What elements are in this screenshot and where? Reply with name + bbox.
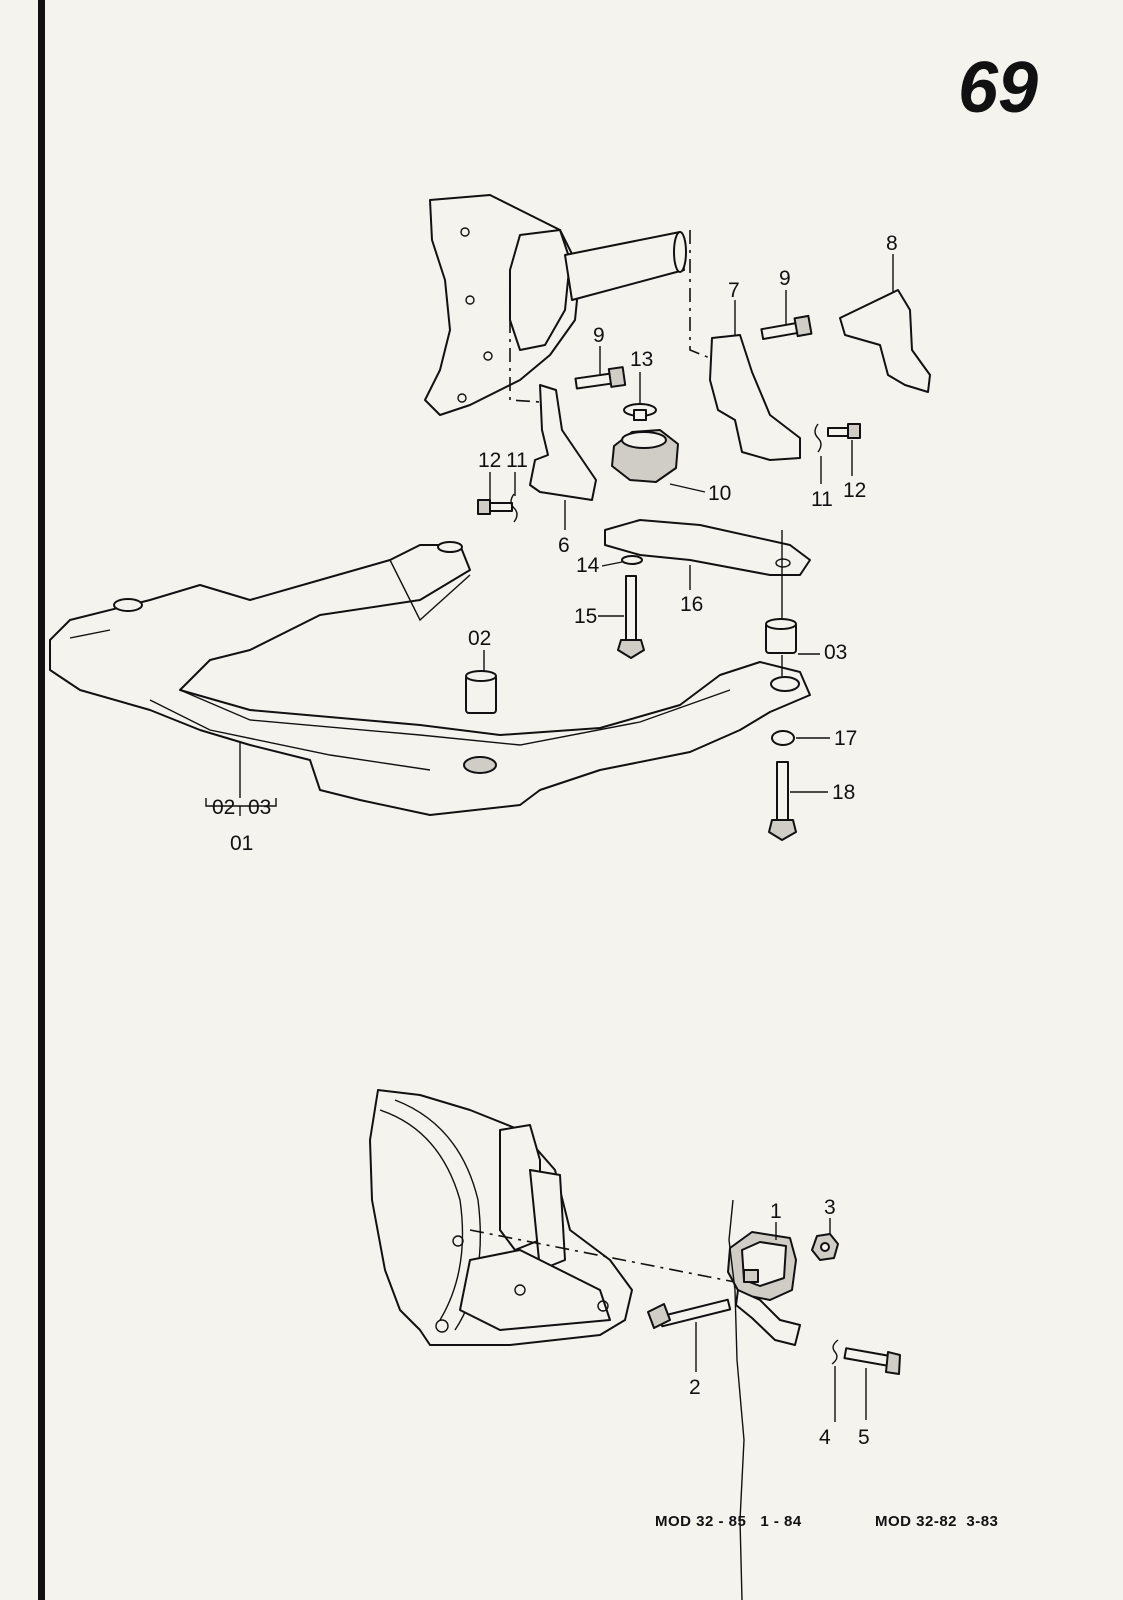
upper-diagram: 8 7 9 9 13 10 12 11 11 12 6 14 15 16 02 …	[49, 194, 931, 855]
bracket-6	[529, 384, 597, 501]
callout-7: 7	[728, 279, 740, 302]
bolt-12-left	[477, 493, 518, 523]
lower-diagram: 1 3 2 4 5	[369, 1089, 901, 1600]
upper-leader-lines	[205, 254, 894, 816]
lower-callouts: 1 3 2 4 5	[689, 1196, 870, 1449]
transmission-housing	[369, 1089, 736, 1346]
washer-17	[771, 730, 795, 746]
upper-callouts: 8 7 9 9 13 10 12 11 11 12 6 14 15 16 02 …	[212, 232, 898, 855]
callout-3: 3	[824, 1196, 836, 1219]
callout-02: 02	[468, 627, 491, 650]
callout-12-right: 12	[843, 479, 866, 502]
plate-16	[604, 519, 811, 576]
bracket-8	[839, 289, 931, 393]
bolt-5	[843, 1347, 901, 1375]
callout-03: 03	[824, 641, 847, 664]
callout-15: 15	[574, 605, 597, 628]
engine-mount-10	[611, 429, 679, 483]
callout-18: 18	[832, 781, 855, 804]
callout-5: 5	[858, 1426, 870, 1449]
cap-13	[623, 403, 657, 421]
bolt-9-left	[574, 366, 627, 390]
callout-1: 1	[770, 1200, 782, 1223]
group-callout-02: 02	[212, 796, 235, 819]
lower-leader-lines	[695, 1218, 867, 1422]
group-callout-01: 01	[230, 832, 253, 855]
callout-12-left: 12	[478, 449, 501, 472]
callout-16: 16	[680, 593, 703, 616]
page-number: 69	[958, 48, 1038, 128]
callout-14: 14	[576, 554, 600, 577]
callout-2: 2	[689, 1376, 701, 1399]
bushing-02	[465, 670, 497, 714]
paper-crack	[728, 1199, 745, 1600]
footer-right: MOD 32-82 3-83	[875, 1513, 998, 1530]
binding-edge	[38, 0, 45, 1600]
callout-13: 13	[630, 348, 653, 371]
group-callout-03: 03	[248, 796, 271, 819]
bolt-9-right	[760, 314, 813, 341]
callout-9-left: 9	[593, 324, 605, 347]
bolt-12-right	[814, 423, 861, 453]
washer-14	[621, 555, 643, 565]
mount-1	[727, 1231, 801, 1346]
callout-17: 17	[834, 727, 857, 750]
callout-8: 8	[886, 232, 898, 255]
bolt-18	[768, 761, 797, 841]
footer-left: MOD 32 - 85 1 - 84	[655, 1513, 802, 1530]
gearbox-housing	[424, 194, 716, 416]
callout-6: 6	[558, 534, 570, 557]
callout-11-left: 11	[506, 449, 528, 472]
washer-4	[831, 1339, 839, 1365]
callout-10: 10	[708, 482, 731, 505]
callout-9-right: 9	[779, 267, 791, 290]
bracket-7	[709, 334, 801, 461]
bushing-03	[765, 618, 797, 654]
nut-3	[811, 1233, 839, 1261]
callout-4: 4	[819, 1426, 831, 1449]
bolt-15	[617, 575, 645, 659]
callout-11-right: 11	[811, 488, 833, 511]
bolt-2	[647, 1298, 732, 1329]
subframe	[49, 541, 811, 816]
